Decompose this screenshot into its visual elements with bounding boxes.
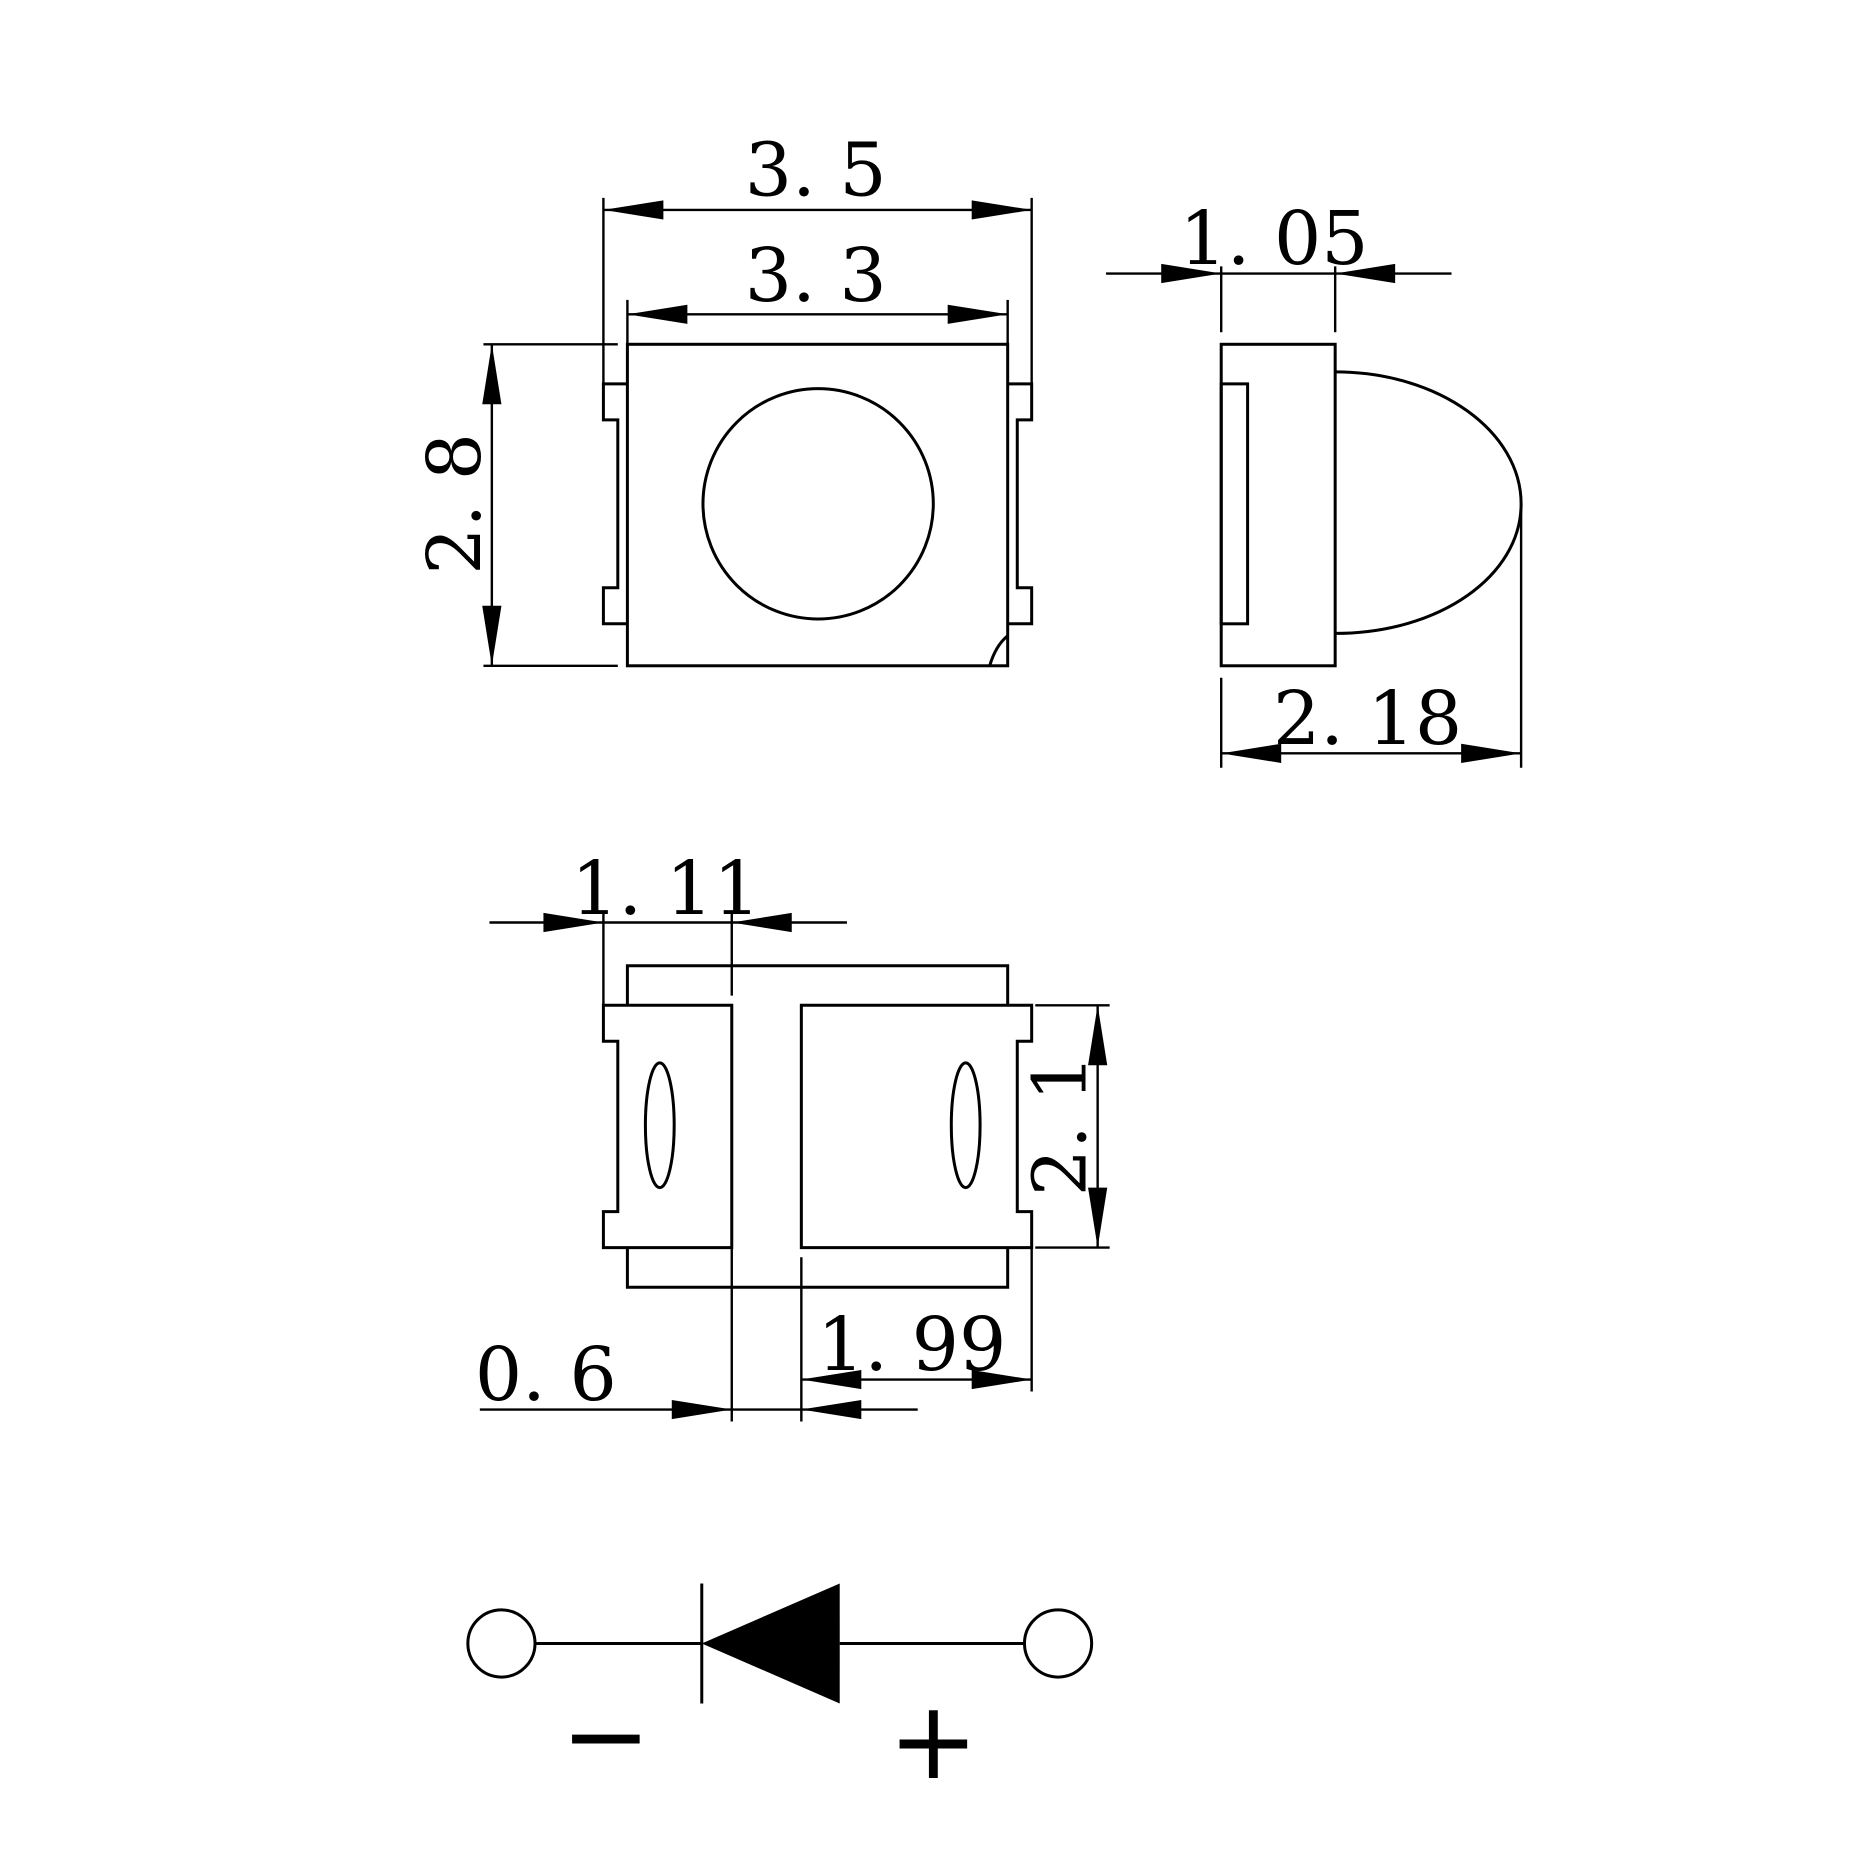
dim-height: 2. 8 [411,433,498,575]
top-left-tab [601,382,628,626]
dim-width-overall: 3. 5 [745,127,887,214]
diode-symbol: − + [466,1583,1094,1804]
anode-label: + [888,1679,978,1804]
anode-terminal-icon [1022,1608,1094,1679]
side-terminal [1219,382,1250,626]
anode-pad [799,1003,1034,1250]
cathode-pad [601,1003,734,1250]
side-view: 1. 05 2. 18 [1106,195,1523,768]
top-view: 3. 5 3. 3 2. 8 [411,127,1034,668]
dim-pad-gap: 0. 6 [475,1331,617,1418]
bottom-bottom-strip [625,1247,1010,1289]
cathode-terminal-icon [466,1608,537,1679]
dim-total-depth: 2. 18 [1273,675,1462,762]
dim-pad-height: 2. 1 [1017,1054,1104,1196]
cathode-label: − [561,1674,651,1799]
dim-width-body: 3. 3 [745,232,887,319]
dim-pad-right-width: 1. 99 [817,1301,1006,1388]
side-dome [1335,370,1523,635]
bottom-top-strip [625,964,1010,1006]
cathode-mark [988,634,1009,667]
bottom-view: 1. 11 2. 1 1. 99 0. 6 [475,845,1110,1422]
diode-triangle-icon [701,1583,840,1704]
dim-pad-left-width: 1. 11 [571,845,760,932]
top-body [625,342,1010,668]
pad-slot-right [949,1061,982,1190]
pad-slot-left [643,1061,676,1190]
dim-body-depth: 1. 05 [1179,195,1368,282]
lens-circle [701,387,935,621]
side-body [1219,342,1337,668]
top-right-tab [1007,382,1034,626]
